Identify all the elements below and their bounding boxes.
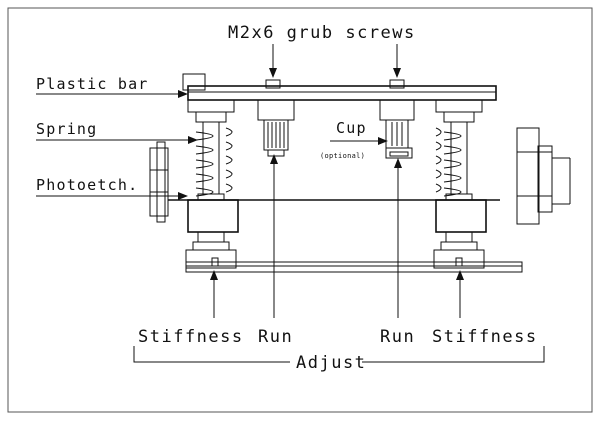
adjust-bracket xyxy=(133,346,545,363)
left-grub-screw xyxy=(257,79,295,157)
photoetch-plate xyxy=(168,199,523,273)
grub-screws-label: M2x6 grub screws xyxy=(228,23,416,43)
outer-frame xyxy=(7,7,593,413)
cup-label: Cup xyxy=(336,119,367,137)
cup xyxy=(385,147,413,159)
left-side-clamp xyxy=(149,141,169,223)
stiffness-right-label: Stiffness xyxy=(432,327,538,347)
photoetch-label: Photoetch. xyxy=(36,176,138,194)
cup-note-label: (optional) xyxy=(320,152,365,160)
stiffness-left-label: Stiffness xyxy=(138,327,244,347)
plastic-bar xyxy=(182,73,497,101)
grub-screw-arrows xyxy=(269,44,401,78)
run-right-label: Run xyxy=(380,327,415,347)
spring-label: Spring xyxy=(36,120,97,138)
run-left-label: Run xyxy=(258,327,293,347)
left-spring-assembly xyxy=(185,99,239,269)
right-side-clamp xyxy=(516,127,571,225)
right-grub-screw-with-cup xyxy=(379,79,415,159)
adjust-label: Adjust xyxy=(296,353,366,373)
adjust-arrows xyxy=(210,154,464,318)
right-spring-assembly xyxy=(433,99,487,269)
plastic-bar-label: Plastic bar xyxy=(36,75,149,93)
